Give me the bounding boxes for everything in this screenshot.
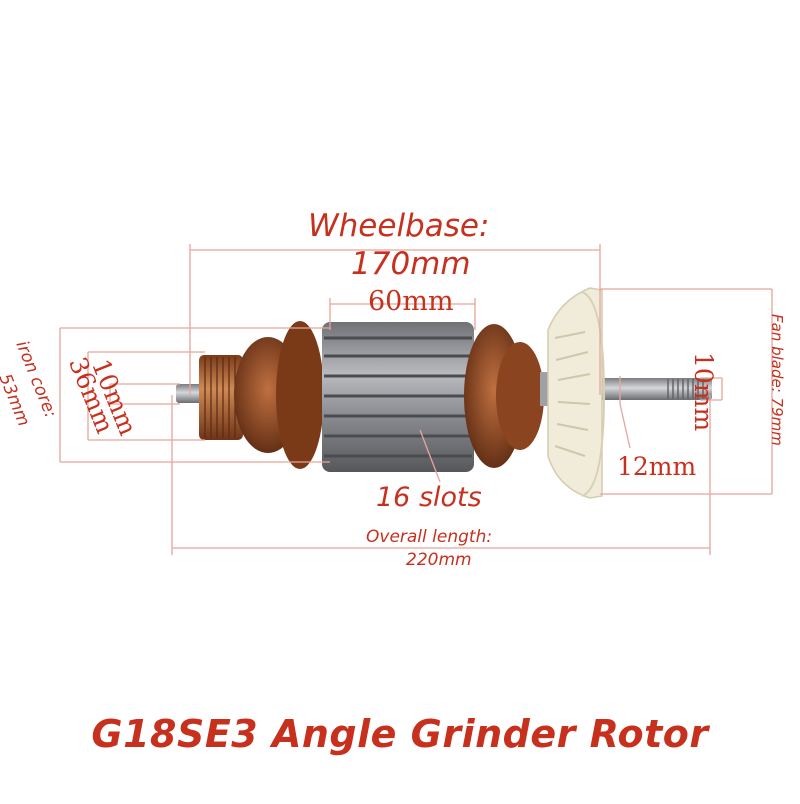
commutator: [199, 355, 243, 440]
fan: [547, 287, 606, 499]
thread: [667, 379, 704, 399]
dimension-lines: [59, 244, 773, 555]
overall-length-value: 220mm: [406, 550, 472, 570]
core-slots: [324, 336, 472, 458]
fan-blade-label: Fan blade: 79mm: [768, 314, 786, 446]
core-length-label: 60mm: [368, 286, 454, 317]
slots-label: 16 slots: [376, 482, 482, 513]
right-shaft: [586, 378, 712, 400]
overall-length-label: Overall length:: [366, 527, 493, 547]
wheelbase-label: Wheelbase:: [308, 208, 490, 244]
bearing-seat-label: 12mm: [617, 452, 697, 481]
shaft-diameter-right-label: 10mm: [689, 352, 718, 432]
wheelbase-value: 170mm: [351, 246, 471, 282]
product-title: G18SE3 Angle Grinder Rotor: [91, 712, 709, 756]
